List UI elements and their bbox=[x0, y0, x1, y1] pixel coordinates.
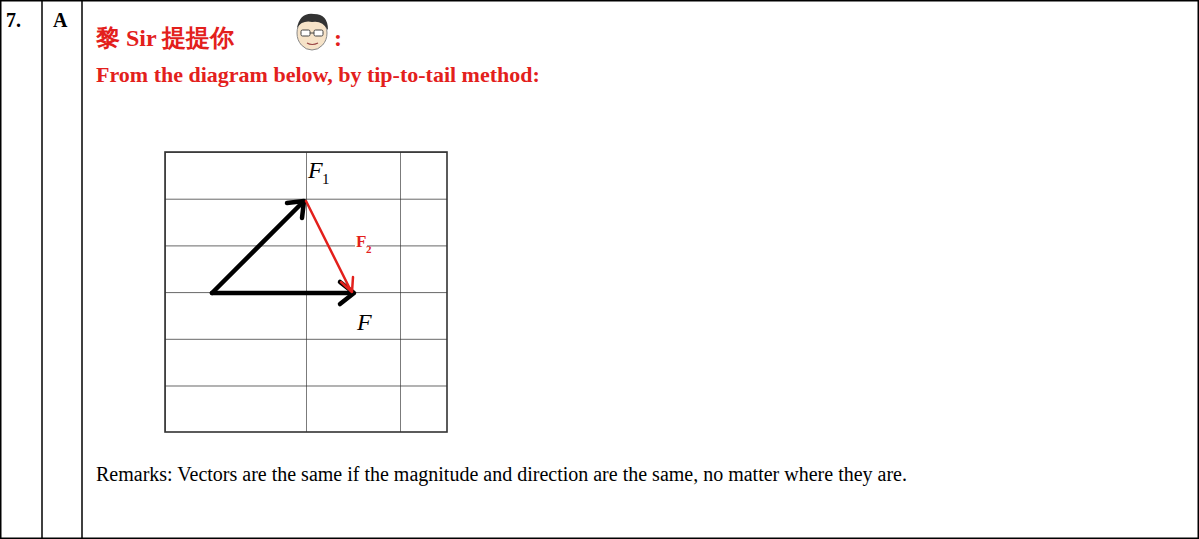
tip-colon: : bbox=[334, 24, 342, 53]
teacher-icon bbox=[297, 14, 328, 50]
vector-arrows bbox=[212, 201, 354, 304]
instruction: From the diagram below, by tip-to-tail m… bbox=[96, 62, 540, 88]
vector-label: F bbox=[356, 308, 373, 337]
vector-grid bbox=[165, 152, 447, 432]
vector-label: F bbox=[307, 156, 324, 185]
answer-letter: A bbox=[53, 8, 67, 32]
vector-subscript: 2 bbox=[366, 243, 372, 256]
vector-label: F bbox=[355, 232, 367, 252]
vector-subscript: 1 bbox=[322, 170, 330, 188]
row-number: 7. bbox=[6, 8, 21, 32]
tip-heading: 黎 Sir 提提你 bbox=[96, 24, 234, 53]
remarks-text: Remarks: Vectors are the same if the mag… bbox=[96, 458, 1186, 491]
